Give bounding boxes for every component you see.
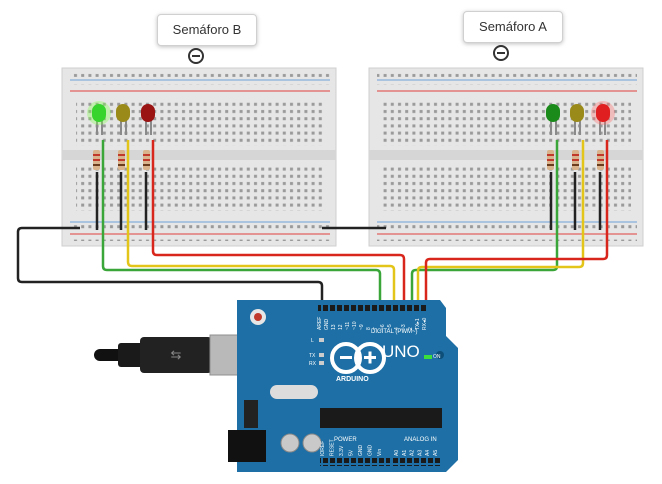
pin-label: AREF [317,317,323,330]
arduino-logo-text: ARDUINO [336,376,369,383]
semaforo-b-label[interactable]: Semáforo B [157,14,257,46]
pin-label: GND [324,319,330,331]
arduino-uno-board[interactable] [228,300,458,472]
pin-label: ~10 [352,321,358,330]
led-yellow-a [570,104,584,122]
pin-label: A2 [410,450,416,456]
pin-label: 2 [408,327,414,330]
semaforo-a-label[interactable]: Semáforo A [463,11,563,43]
pin-label: 4 [394,327,400,330]
led-red-a [596,104,610,122]
leds-semaforo-b [87,101,155,135]
pin-label: RESET [330,439,336,456]
breadboard-b [61,67,337,247]
led-tx-label: TX [309,353,316,359]
board-jumpers [95,172,602,230]
led-rx-label: RX [309,361,317,367]
leds-semaforo-a [546,101,615,135]
arduino-model: UNO [382,342,420,361]
pin-label: Vin [377,449,383,456]
pin-label: A5 [433,450,439,456]
pin-label: TX▸1 [415,318,421,330]
resistors-b [93,150,150,170]
pin-label: ~5 [387,324,393,330]
pin-label: ~9 [359,324,365,330]
breadboard-a [368,67,644,247]
pin-label: 8 [366,327,372,330]
pin-label: RX◂0 [422,318,428,330]
pin-label: GND [358,445,364,457]
led-green-a [546,104,560,122]
pin-label: A0 [394,450,400,456]
collapse-icon-b[interactable] [188,48,204,64]
pin-label: 13 [331,324,337,330]
pin-label: ~6 [380,324,386,330]
digital-header-label: DIGITAL (PWM~) [371,329,418,335]
pin-label: A3 [417,450,423,456]
pin-label: 7 [373,327,379,330]
on-led-label: ON [433,354,441,360]
pin-label: GND [368,445,374,457]
pin-label: IOREF [320,441,326,456]
wires [16,140,609,305]
pin-label: A1 [402,450,408,456]
collapse-icon-a[interactable] [493,45,509,61]
power-header-label: POWER [334,437,357,443]
pin-label: ~11 [345,322,351,330]
led-l-label: L [311,338,314,344]
pin-label: ~3 [401,324,407,330]
led-yellow-b [116,104,130,122]
led-red-b [141,104,155,122]
pin-label: A4 [425,450,431,456]
resistors-a [547,150,604,170]
analog-header-label: ANALOG IN [404,437,437,443]
pin-label: 3.3V [339,445,345,456]
pin-label: 5V [349,449,355,456]
pin-label: 12 [338,324,344,330]
svg-text:⇆: ⇆ [171,347,182,362]
led-green-b [92,104,106,122]
